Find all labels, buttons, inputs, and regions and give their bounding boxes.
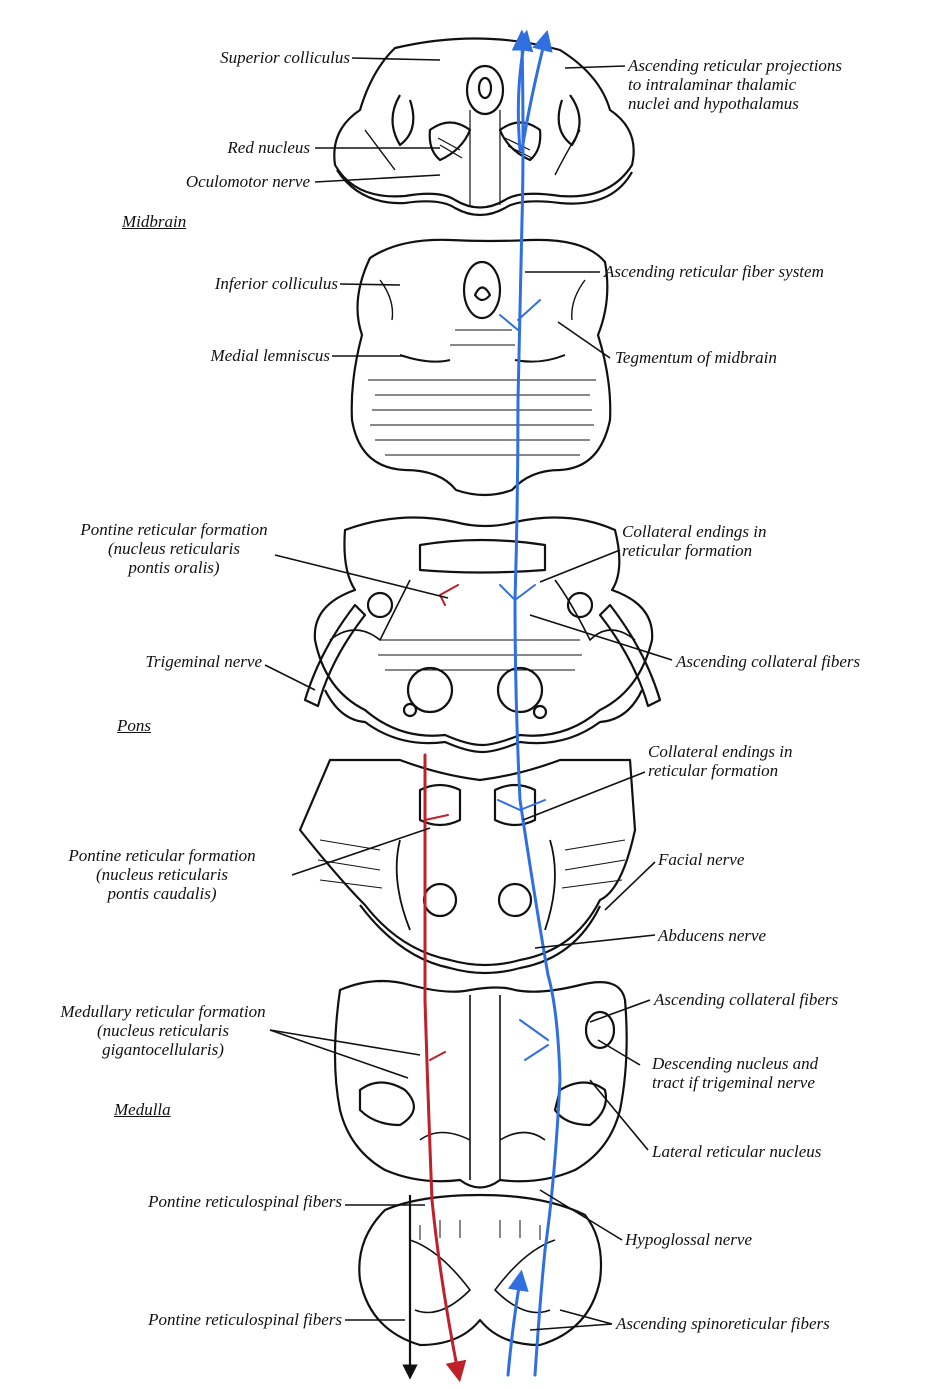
section-lower-pons [300,760,635,973]
section-title-medulla: Medulla [114,1100,204,1119]
section-title-midbrain: Midbrain [122,212,242,231]
label-lateral-reticular-nucleus: Lateral reticular nucleus [652,1142,902,1161]
label-hypoglossal-nerve: Hypoglossal nerve [625,1230,825,1249]
label-pontine-rf-caudalis: Pontine reticular formation (nucleus ret… [28,846,296,903]
section-upper-midbrain [334,38,633,215]
label-ascending-collateral-fibers-2: Ascending collateral fibers [654,990,914,1009]
label-superior-colliculus: Superior colliculus [150,48,350,67]
label-trigeminal-nerve: Trigeminal nerve [90,652,262,671]
label-medullary-rf: Medullary reticular formation (nucleus r… [18,1002,308,1059]
label-ascending-reticular-fiber-system: Ascending reticular fiber system [604,262,904,281]
label-tegmentum-of-midbrain: Tegmentum of midbrain [615,348,875,367]
label-ascending-reticular-projections: Ascending reticular projections to intra… [628,56,918,113]
label-pontine-reticulospinal-1: Pontine reticulospinal fibers [60,1192,342,1211]
label-collateral-endings-2: Collateral endings in reticular formatio… [648,742,878,780]
label-pontine-rf-oralis: Pontine reticular formation (nucleus ret… [40,520,308,577]
label-oculomotor-nerve: Oculomotor nerve [120,172,310,191]
descending-pathway [425,585,458,1372]
section-spinal-cord [359,1195,601,1345]
label-collateral-endings-1: Collateral endings in reticular formatio… [622,522,852,560]
label-facial-nerve: Facial nerve [658,850,818,869]
label-descending-nucleus-trigeminal: Descending nucleus and tract if trigemin… [652,1054,912,1092]
label-inferior-colliculus: Inferior colliculus [130,274,338,293]
section-upper-pons [305,518,660,753]
label-abducens-nerve: Abducens nerve [658,926,838,945]
section-medulla [335,981,627,1188]
label-medial-lemniscus: Medial lemniscus [120,346,330,365]
label-ascending-spinoreticular: Ascending spinoreticular fibers [616,1314,916,1333]
section-title-pons: Pons [117,716,197,735]
section-lower-midbrain [352,240,611,495]
label-ascending-collateral-fibers-1: Ascending collateral fibers [676,652,921,671]
label-pontine-reticulospinal-2: Pontine reticulospinal fibers [50,1310,342,1329]
label-red-nucleus: Red nucleus [150,138,310,157]
